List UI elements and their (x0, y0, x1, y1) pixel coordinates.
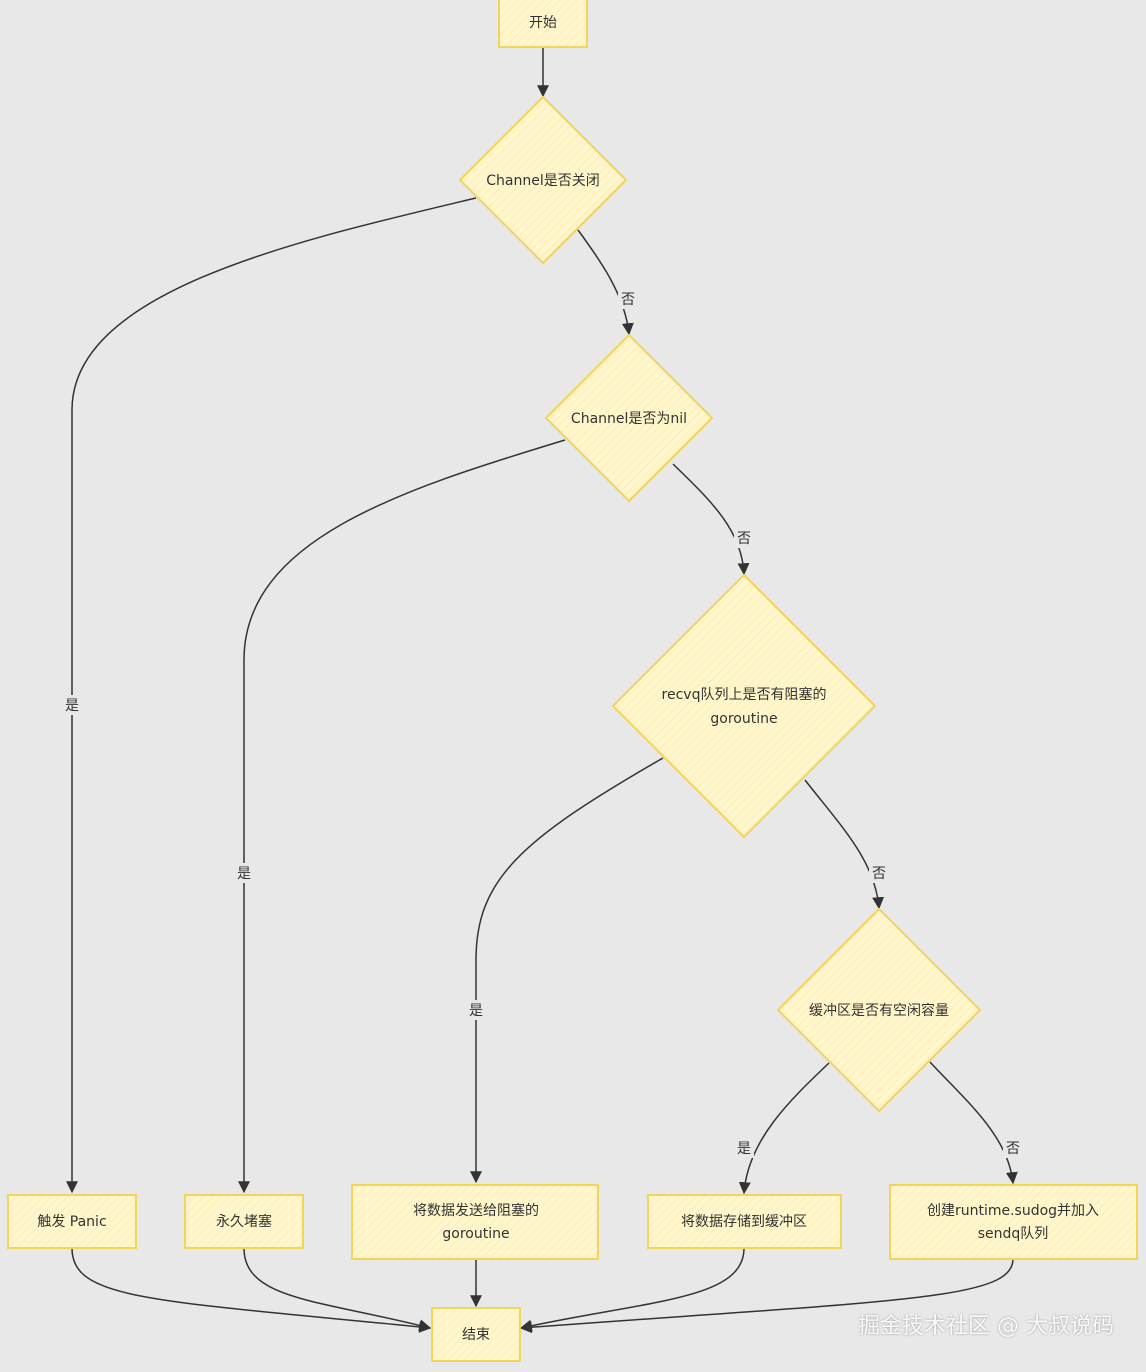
edge-label-nil-yes: 是 (234, 863, 254, 883)
edge-label-closed-yes: 是 (62, 695, 82, 715)
svg-text:recvq队列上是否有阻塞的: recvq队列上是否有阻塞的 (662, 686, 827, 703)
svg-text:开始: 开始 (529, 15, 557, 31)
svg-text:结束: 结束 (462, 1327, 490, 1343)
svg-text:sendq队列: sendq队列 (978, 1226, 1049, 1242)
edge-label-closed-no: 否 (618, 289, 638, 309)
svg-text:是: 是 (237, 866, 251, 882)
svg-text:是: 是 (737, 1141, 751, 1157)
node-decision-buffer: 缓冲区是否有空闲容量 (776, 907, 982, 1113)
svg-text:创建runtime.sudog并加入: 创建runtime.sudog并加入 (927, 1203, 1099, 1219)
node-send-direct: 将数据发送给阻塞的 goroutine (351, 1184, 599, 1260)
edge-label-nil-no: 否 (734, 528, 754, 548)
svg-text:goroutine: goroutine (710, 711, 777, 727)
edge-nil-block (238, 439, 566, 1194)
node-decision-nil: Channel是否为nil (544, 333, 714, 503)
svg-text:触发 Panic: 触发 Panic (37, 1214, 106, 1230)
svg-text:否: 否 (621, 292, 635, 308)
node-store: 将数据存储到缓冲区 (647, 1194, 842, 1249)
edge-store-end (519, 1247, 745, 1332)
node-decision-recvq: recvq队列上是否有阻塞的 goroutine (611, 573, 877, 839)
node-block: 永久堵塞 (184, 1194, 304, 1249)
edge-recvq-buffer (804, 779, 885, 910)
edge-buffer-store (738, 1062, 830, 1195)
edge-closed-nil (577, 229, 634, 336)
edge-recvq-send (470, 757, 664, 1184)
edge-buffer-sudog (929, 1061, 1018, 1185)
watermark-text: 掘金技术社区 @ 大叔说码 (858, 1314, 1114, 1339)
node-sudog: 创建runtime.sudog并加入 sendq队列 (889, 1184, 1138, 1260)
edge-block-end (243, 1247, 432, 1332)
edge-label-buffer-no: 否 (1003, 1138, 1023, 1158)
node-end: 结束 (431, 1307, 521, 1362)
svg-text:goroutine: goroutine (442, 1226, 509, 1242)
node-panic: 触发 Panic (7, 1194, 137, 1249)
edge-closed-panic (66, 197, 477, 1194)
edge-nil-recvq (672, 463, 750, 576)
edge-sudog-end (519, 1258, 1014, 1334)
svg-text:缓冲区是否有空闲容量: 缓冲区是否有空闲容量 (809, 1002, 949, 1019)
svg-text:是: 是 (469, 1003, 483, 1019)
svg-text:否: 否 (872, 866, 886, 882)
svg-text:将数据发送给阻塞的: 将数据发送给阻塞的 (413, 1202, 539, 1219)
svg-text:Channel是否为nil: Channel是否为nil (571, 411, 687, 427)
svg-text:Channel是否关闭: Channel是否关闭 (486, 173, 599, 189)
svg-text:永久堵塞: 永久堵塞 (216, 1213, 272, 1230)
edge-label-buffer-yes: 是 (734, 1138, 754, 1158)
svg-text:否: 否 (737, 531, 751, 547)
edge-panic-end (71, 1247, 432, 1333)
edge-label-recvq-yes: 是 (466, 1000, 486, 1020)
edge-label-recvq-no: 否 (869, 863, 889, 883)
node-decision-closed: Channel是否关闭 (458, 95, 628, 265)
node-start: 开始 (498, 0, 588, 48)
svg-text:是: 是 (65, 698, 79, 714)
svg-text:否: 否 (1006, 1141, 1020, 1157)
svg-text:将数据存储到缓冲区: 将数据存储到缓冲区 (681, 1214, 807, 1230)
